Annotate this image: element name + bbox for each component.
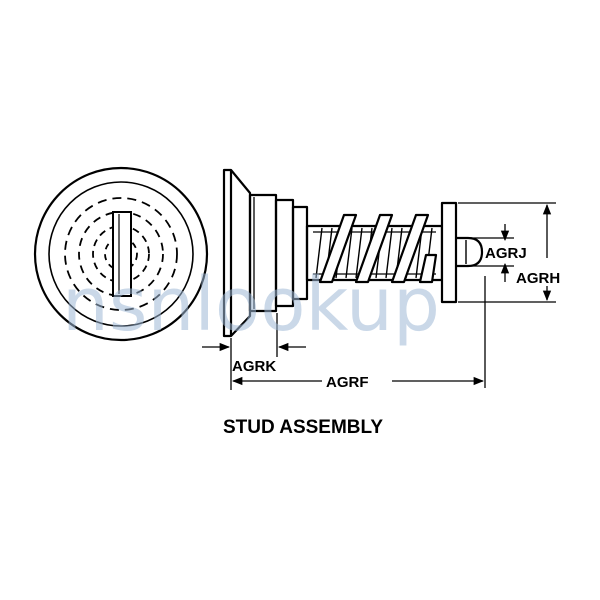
dimension-label-agrj: AGRJ bbox=[485, 245, 527, 262]
dimension-lines bbox=[202, 202, 556, 390]
dimension-label-agrh: AGRH bbox=[516, 270, 560, 287]
watermark: nsnlookup bbox=[62, 262, 440, 348]
side-view bbox=[222, 168, 484, 338]
dimension-label-agrf: AGRF bbox=[326, 374, 369, 391]
drawing-title: STUD ASSEMBLY bbox=[223, 417, 383, 438]
end-view bbox=[33, 166, 209, 342]
dimension-label-agrk: AGRK bbox=[232, 358, 276, 375]
